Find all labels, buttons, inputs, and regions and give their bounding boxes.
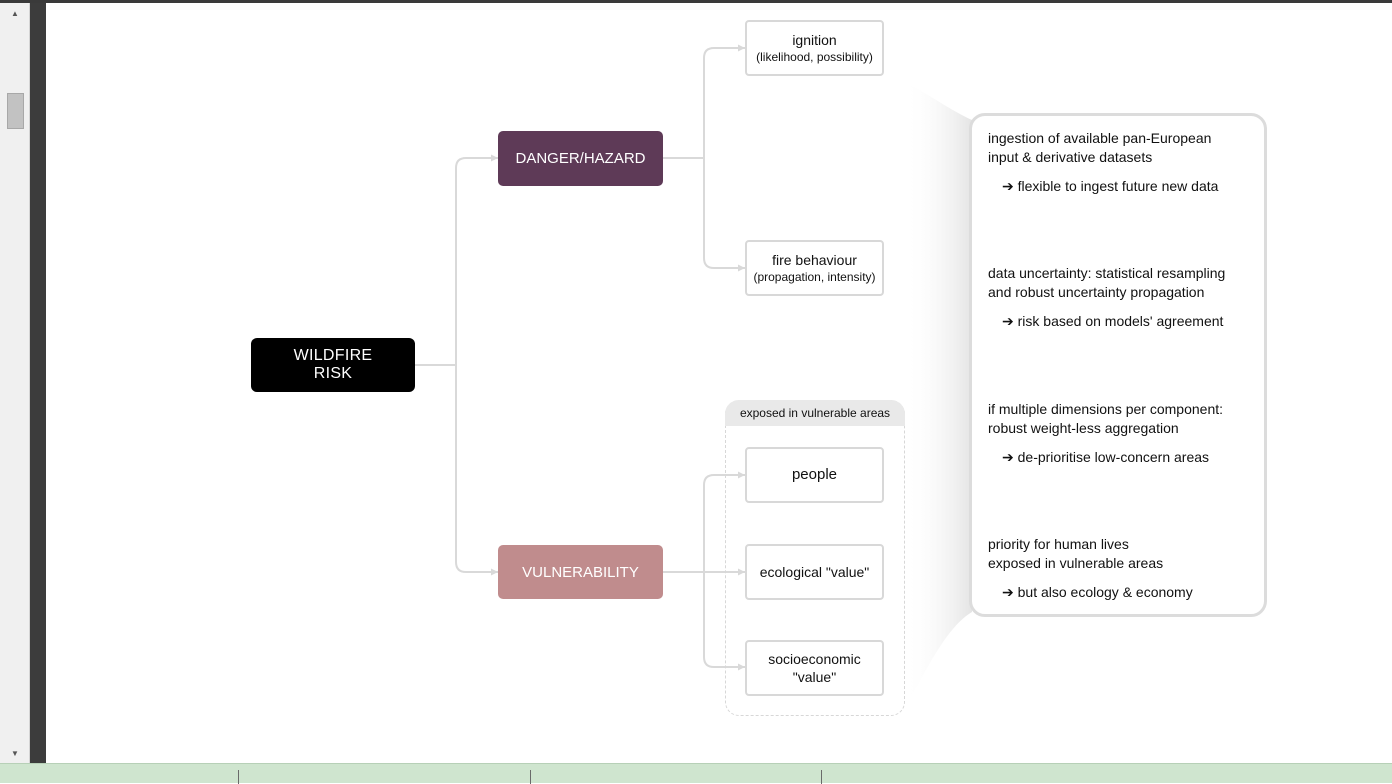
status-separator xyxy=(821,770,822,784)
connector-people xyxy=(703,471,745,572)
vertical-scrollbar[interactable]: ▲ ▼ xyxy=(0,3,30,763)
socioeconomic-line2: "value" xyxy=(792,669,837,685)
wildfire-risk-line2: RISK xyxy=(313,365,353,382)
callout-fan xyxy=(905,82,972,710)
ignition-node: ignition (likelihood, possibility) xyxy=(745,20,884,76)
wildfire-risk-node: WILDFIRE RISK xyxy=(251,338,415,392)
info-item-sub: ➔ risk based on models' agreement xyxy=(1002,313,1224,329)
side-rail xyxy=(30,3,46,763)
vulnerability-node: VULNERABILITY xyxy=(498,545,663,599)
wildfire-risk-line1: WILDFIRE xyxy=(293,347,373,364)
status-bar xyxy=(0,763,1392,784)
info-item-line1: if multiple dimensions per component: xyxy=(988,401,1224,417)
connector-socioeconomic xyxy=(703,572,745,671)
connector-fire-behaviour xyxy=(703,158,745,272)
exposed-group-label: exposed in vulnerable areas xyxy=(725,400,905,426)
info-item: ingestion of available pan-European inpu… xyxy=(988,129,1256,196)
danger-hazard-node: DANGER/HAZARD xyxy=(498,131,663,186)
socioeconomic-node: socioeconomic "value" xyxy=(745,640,884,696)
info-item-line2: robust weight-less aggregation xyxy=(988,420,1179,436)
top-border xyxy=(0,0,1392,3)
fire-behaviour-subtitle: (propagation, intensity) xyxy=(753,270,876,284)
info-item-sub: ➔ de-prioritise low-concern areas xyxy=(1002,449,1210,465)
info-item: if multiple dimensions per component: ro… xyxy=(988,400,1256,467)
ignition-title: ignition xyxy=(792,32,837,48)
socioeconomic-line1: socioeconomic xyxy=(768,651,861,667)
info-item-line1: priority for human lives xyxy=(988,536,1129,552)
ecological-node: ecological "value" xyxy=(745,544,884,600)
fire-behaviour-node: fire behaviour (propagation, intensity) xyxy=(745,240,884,296)
info-item-sub: ➔ flexible to ingest future new data xyxy=(1002,178,1219,194)
people-node: people xyxy=(745,447,884,503)
status-separator xyxy=(530,770,531,784)
scroll-up-icon[interactable]: ▲ xyxy=(11,8,19,18)
info-item-line1: ingestion of available pan-European xyxy=(988,130,1212,146)
connector-ignition xyxy=(703,44,745,158)
scrollbar-thumb[interactable] xyxy=(7,93,24,129)
info-item-line2: exposed in vulnerable areas xyxy=(988,555,1164,571)
connector-danger xyxy=(455,154,498,365)
ignition-subtitle: (likelihood, possibility) xyxy=(756,50,873,64)
info-item-line2: and robust uncertainty propagation xyxy=(988,284,1205,300)
scroll-down-icon[interactable]: ▼ xyxy=(11,748,19,758)
people-label: people xyxy=(791,466,838,483)
status-separator xyxy=(238,770,239,784)
fire-behaviour-title: fire behaviour xyxy=(772,252,857,268)
vulnerability-label: VULNERABILITY xyxy=(522,563,639,581)
info-item-line1: data uncertainty: statistical resampling xyxy=(988,265,1226,281)
connector-vulnerability xyxy=(455,365,498,576)
info-item-sub: ➔ but also ecology & economy xyxy=(1002,584,1193,600)
info-item-line2: input & derivative datasets xyxy=(988,149,1153,165)
ecological-label: ecological "value" xyxy=(759,564,870,580)
info-box: ingestion of available pan-European inpu… xyxy=(969,113,1267,617)
info-item: data uncertainty: statistical resampling… xyxy=(988,264,1256,331)
danger-hazard-label: DANGER/HAZARD xyxy=(515,150,646,167)
info-item: priority for human lives exposed in vuln… xyxy=(988,535,1256,602)
